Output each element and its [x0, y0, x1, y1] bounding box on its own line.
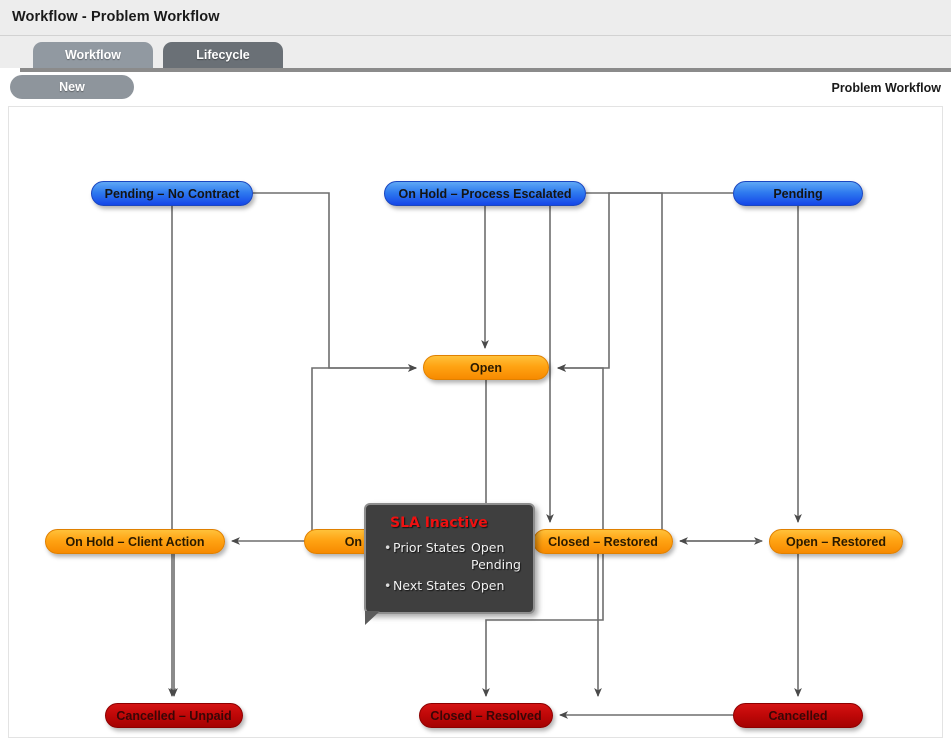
- tab-lifecycle[interactable]: Lifecycle: [163, 42, 283, 68]
- node-open-restored[interactable]: Open – Restored: [769, 529, 903, 554]
- new-button[interactable]: New: [10, 75, 134, 99]
- tab-strip: Workflow Lifecycle: [0, 36, 951, 68]
- node-cancelled-unpaid[interactable]: Cancelled – Unpaid: [105, 703, 243, 728]
- tab-workflow[interactable]: Workflow: [33, 42, 153, 68]
- tooltip-prior-states-row: • Prior States Open: [384, 540, 523, 555]
- page-title: Workflow - Problem Workflow: [12, 9, 220, 25]
- tooltip-next-states-value: Open: [471, 578, 505, 593]
- node-closed-restored[interactable]: Closed – Restored: [533, 529, 673, 554]
- workflow-name-label: Problem Workflow: [831, 81, 941, 95]
- tooltip-next-states-label: Next States: [393, 578, 466, 593]
- node-open[interactable]: Open: [423, 355, 549, 380]
- node-pending-no-contract[interactable]: Pending – No Contract: [91, 181, 253, 206]
- tooltip-title: SLA Inactive: [390, 515, 488, 531]
- tooltip-prior-states-value-2: Pending: [471, 557, 521, 572]
- tooltip-next-states-row: • Next States Open: [384, 578, 523, 593]
- node-on-hold-process-escalated[interactable]: On Hold – Process Escalated: [384, 181, 586, 206]
- bullet-icon: •: [384, 540, 392, 555]
- tab-underline-rule: [20, 68, 951, 72]
- tooltip-prior-states-value-1: Open: [471, 540, 505, 555]
- window-titlebar: Workflow - Problem Workflow: [0, 0, 951, 36]
- tooltip-pointer-tail: [365, 611, 380, 625]
- bullet-icon: •: [384, 578, 392, 593]
- node-on-hold-client-action[interactable]: On Hold – Client Action: [45, 529, 225, 554]
- node-cancelled[interactable]: Cancelled: [733, 703, 863, 728]
- tooltip-prior-states-label: Prior States: [393, 540, 466, 555]
- sla-tooltip: SLA Inactive • Prior States Open Pending…: [364, 503, 535, 625]
- node-pending[interactable]: Pending: [733, 181, 863, 206]
- action-bar: New Problem Workflow: [0, 72, 951, 106]
- workflow-canvas[interactable]: Pending – No Contract On Hold – Process …: [8, 106, 943, 738]
- node-closed-resolved[interactable]: Closed – Resolved: [419, 703, 553, 728]
